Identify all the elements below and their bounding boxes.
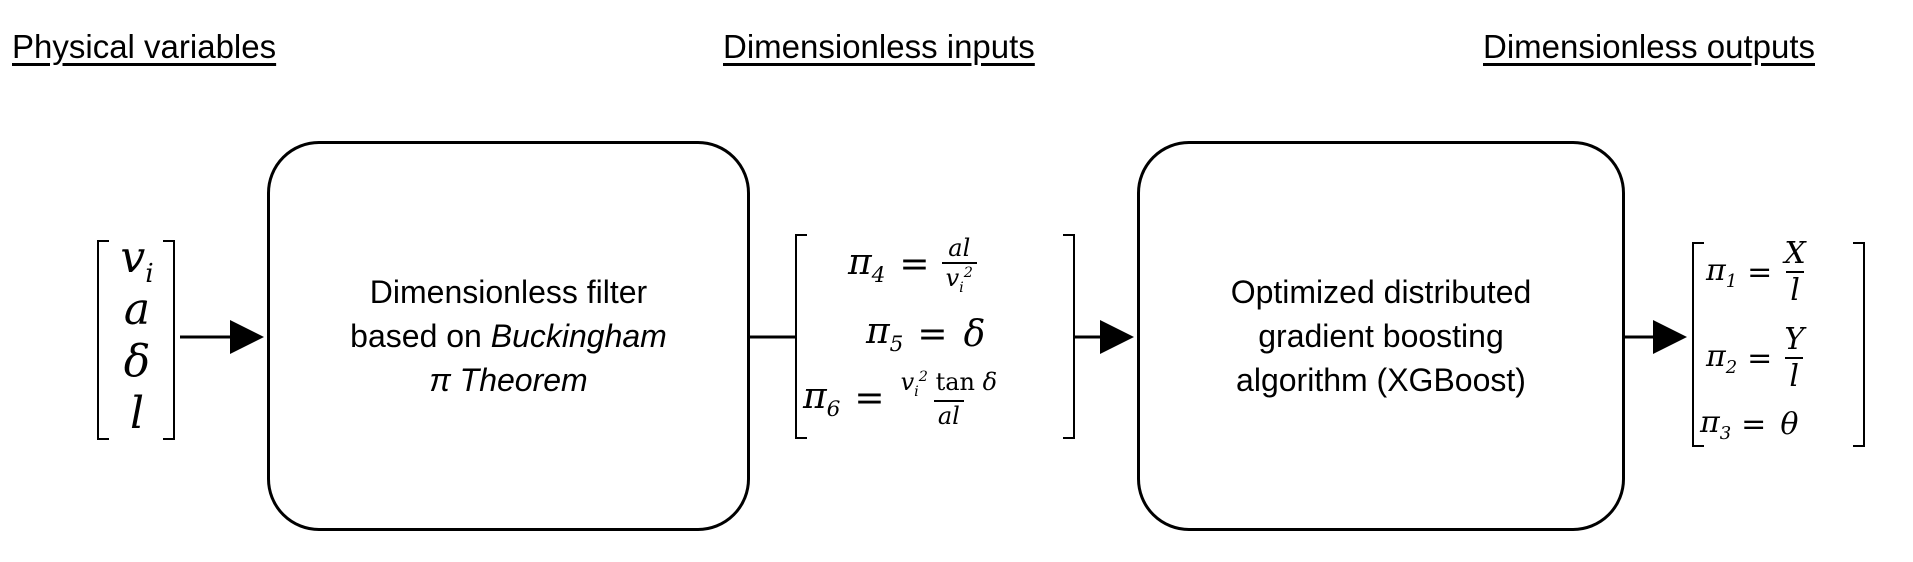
equation-pi6: π6 = vi2 tan δ al <box>803 368 998 430</box>
heading-dimensionless-inputs: Dimensionless inputs <box>723 28 1035 65</box>
var-l: l <box>129 388 145 439</box>
xgboost-box: Optimized distributed gradient boosting … <box>1137 141 1625 531</box>
var-delta: δ <box>123 336 151 387</box>
equation-pi5: π5 = δ <box>866 311 986 358</box>
arrow-physical-to-filter <box>180 320 264 354</box>
inputs-vector-left-bracket <box>795 234 807 439</box>
equation-pi3: π3 = θ <box>1700 405 1799 444</box>
arrow-inputs-to-xgb <box>1075 320 1134 354</box>
xgb-line-1: Optimized distributed <box>1230 274 1532 310</box>
inputs-vector-right-bracket <box>1063 234 1075 439</box>
arrow-xgb-to-outputs <box>1625 320 1687 354</box>
equation-pi4: π4 = al vi2 <box>848 234 977 296</box>
xgb-line-3: algorithm (XGBoost) <box>1236 362 1526 398</box>
equation-pi1: π1 = X l <box>1706 236 1806 308</box>
var-v-i: vi <box>120 232 154 289</box>
filter-line-3: π Theorem <box>429 362 588 398</box>
dimensionless-filter-box: Dimensionless filter based on Buckingham… <box>267 141 750 531</box>
xgb-line-2: gradient boosting <box>1258 318 1504 354</box>
outputs-vector-right-bracket <box>1853 242 1865 447</box>
var-a: a <box>123 284 151 335</box>
heading-dimensionless-outputs: Dimensionless outputs <box>1483 28 1815 65</box>
outputs-vector-left-bracket <box>1692 242 1704 447</box>
filter-line-1: Dimensionless filter <box>369 274 648 310</box>
heading-physical-variables: Physical variables <box>12 28 277 65</box>
physical-variables-vector: vi a δ l <box>108 232 166 440</box>
filter-line-2: based on Buckingham <box>350 318 667 354</box>
physical-vector-left-bracket <box>97 240 109 440</box>
equation-pi2: π2 = Y l <box>1706 322 1805 394</box>
physical-vector-right-bracket <box>163 240 175 440</box>
